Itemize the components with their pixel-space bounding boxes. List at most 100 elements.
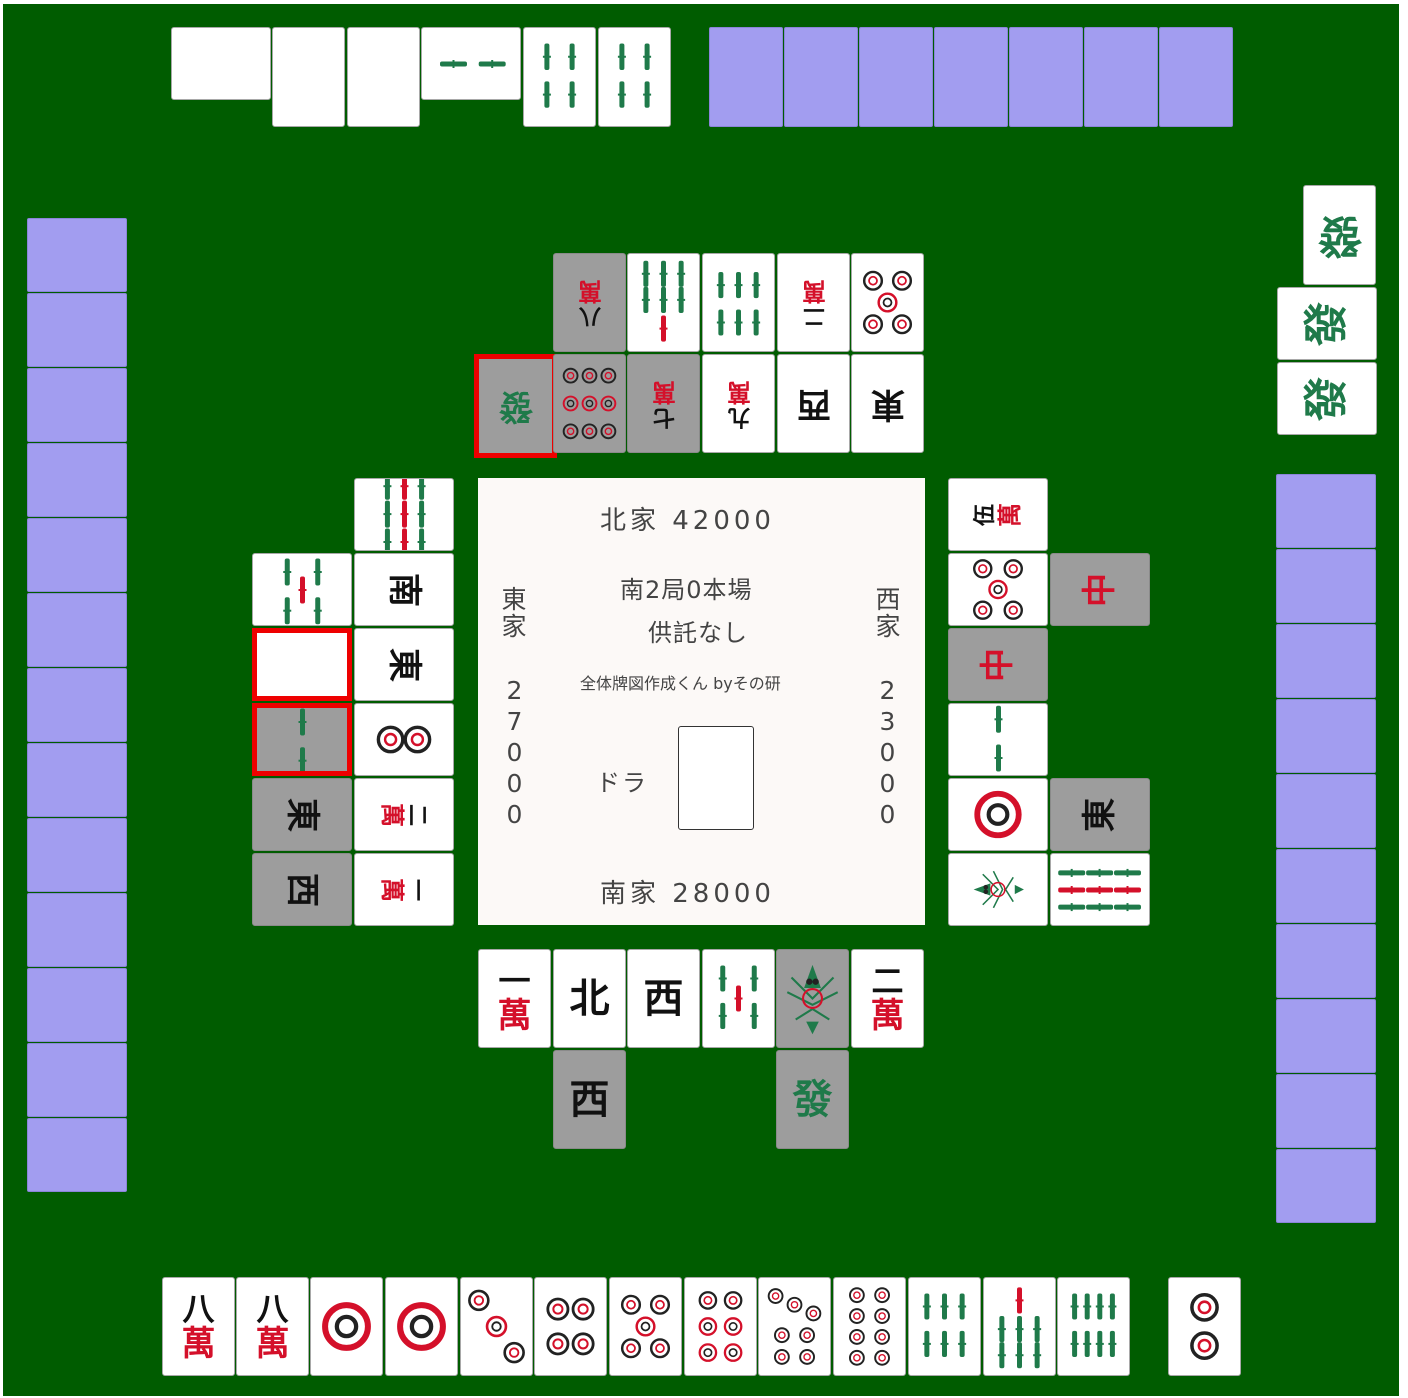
- north-discard-tile: [851, 253, 924, 352]
- west-hidden-tile: [27, 218, 127, 292]
- north-discard-tile: 發: [474, 354, 557, 458]
- north-discard-tile: [702, 253, 775, 352]
- east-hidden-tile: [1276, 1074, 1376, 1148]
- north-score: 北家 42000: [600, 500, 775, 537]
- center-info-panel: 北家 42000 南2局0本場 供託なし 全体牌図作成くん byその研 ドラ 南…: [478, 478, 925, 925]
- west-label: 西家: [874, 586, 899, 640]
- hand-tile[interactable]: [684, 1277, 757, 1376]
- east-discard-tile: [948, 853, 1048, 926]
- east-meld-tile: 發: [1303, 185, 1376, 285]
- west-hidden-tile: [27, 968, 127, 1042]
- east-discard-tile: 伍萬: [948, 478, 1048, 551]
- east-hidden-tile: [1276, 849, 1376, 923]
- east-hidden-tile: [1276, 549, 1376, 623]
- west-discard-tile: [354, 478, 454, 551]
- north-meld-tile: [421, 27, 521, 100]
- player-discard-tile: 北: [553, 949, 626, 1048]
- west-discard-tile: [252, 628, 352, 701]
- east-hidden-tile: [1276, 1149, 1376, 1223]
- west-discard-tile: [354, 703, 454, 776]
- hand-tile[interactable]: [310, 1277, 383, 1376]
- west-discard-tile: [252, 553, 352, 626]
- credit-text: 全体牌図作成くん byその研: [580, 670, 781, 694]
- north-meld-tile: [598, 27, 671, 127]
- east-hidden-tile: [1276, 999, 1376, 1073]
- west-hidden-tile: [27, 518, 127, 592]
- hand-tile[interactable]: [534, 1277, 607, 1376]
- east-discard-tile: [1050, 853, 1150, 926]
- north-discard-tile: 二萬: [777, 253, 850, 352]
- player-discard-tile: 二萬: [851, 949, 924, 1048]
- east-discard-tile: [948, 703, 1048, 776]
- north-discard-tile: 西: [777, 354, 850, 453]
- west-hidden-tile: [27, 368, 127, 442]
- west-discard-tile: 東: [252, 778, 352, 851]
- dora-indicator-tile: [678, 726, 754, 830]
- west-hidden-tile: [27, 818, 127, 892]
- round-info: 南2局0本場: [620, 570, 753, 605]
- drawn-tile[interactable]: [1168, 1277, 1241, 1376]
- east-discard-tile: [948, 778, 1048, 851]
- east-meld-tile: 發: [1277, 362, 1377, 435]
- west-discard-tile: [252, 703, 352, 776]
- hand-tile[interactable]: 八萬: [236, 1277, 309, 1376]
- north-meld-tile: [523, 27, 596, 127]
- west-hidden-tile: [27, 593, 127, 667]
- player-discard-tile: [776, 949, 849, 1048]
- west-hidden-tile: [27, 893, 127, 967]
- west-hidden-tile: [27, 293, 127, 367]
- hand-tile[interactable]: [908, 1277, 981, 1376]
- north-discard-tile: 東: [851, 354, 924, 453]
- east-hidden-tile: [1276, 474, 1376, 548]
- deposit-info: 供託なし: [648, 613, 748, 648]
- east-label: 東家: [500, 586, 525, 640]
- south-score: 南家 28000: [600, 873, 775, 910]
- west-discard-tile: 南: [354, 553, 454, 626]
- north-discard-tile: [553, 354, 626, 453]
- dora-label: ドラ: [596, 763, 648, 798]
- north-hand-tile: [272, 27, 345, 127]
- north-hidden-tile: [934, 27, 1008, 127]
- player-discard-tile: 發: [776, 1050, 849, 1149]
- player-discard-tile: 西: [627, 949, 700, 1048]
- north-hidden-tile: [1084, 27, 1158, 127]
- west-hidden-tile: [27, 743, 127, 817]
- west-hidden-tile: [27, 668, 127, 742]
- east-discard-tile: 東: [1050, 778, 1150, 851]
- hand-tile[interactable]: 八萬: [162, 1277, 235, 1376]
- hand-tile[interactable]: [460, 1277, 533, 1376]
- north-hidden-tile: [709, 27, 783, 127]
- east-hidden-tile: [1276, 924, 1376, 998]
- north-discard-tile: 八萬: [553, 253, 626, 352]
- north-discard-tile: [627, 253, 700, 352]
- player-discard-tile: 西: [553, 1050, 626, 1149]
- west-discard-tile: 西: [252, 853, 352, 926]
- east-discard-tile: 中: [948, 628, 1048, 701]
- west-discard-tile: 東: [354, 628, 454, 701]
- north-hidden-tile: [1159, 27, 1233, 127]
- hand-tile[interactable]: [758, 1277, 831, 1376]
- north-discard-tile: 九萬: [702, 354, 775, 453]
- west-points: 23000: [875, 676, 900, 831]
- north-hidden-tile: [784, 27, 858, 127]
- hand-tile[interactable]: [609, 1277, 682, 1376]
- west-discard-tile: 二萬: [354, 778, 454, 851]
- north-hidden-tile: [859, 27, 933, 127]
- east-points: 27000: [502, 676, 527, 831]
- east-hidden-tile: [1276, 699, 1376, 773]
- west-hidden-tile: [27, 443, 127, 517]
- east-hidden-tile: [1276, 624, 1376, 698]
- north-hand-tile: [171, 27, 271, 100]
- north-hidden-tile: [1009, 27, 1083, 127]
- north-discard-tile: 七萬: [627, 354, 700, 453]
- hand-tile[interactable]: [833, 1277, 906, 1376]
- west-hidden-tile: [27, 1118, 127, 1192]
- player-discard-tile: [702, 949, 775, 1048]
- east-discard-tile: 中: [1050, 553, 1150, 626]
- hand-tile[interactable]: [983, 1277, 1056, 1376]
- hand-tile[interactable]: [385, 1277, 458, 1376]
- west-hidden-tile: [27, 1043, 127, 1117]
- player-discard-tile: 一萬: [478, 949, 551, 1048]
- hand-tile[interactable]: [1057, 1277, 1130, 1376]
- east-meld-tile: 發: [1277, 287, 1377, 360]
